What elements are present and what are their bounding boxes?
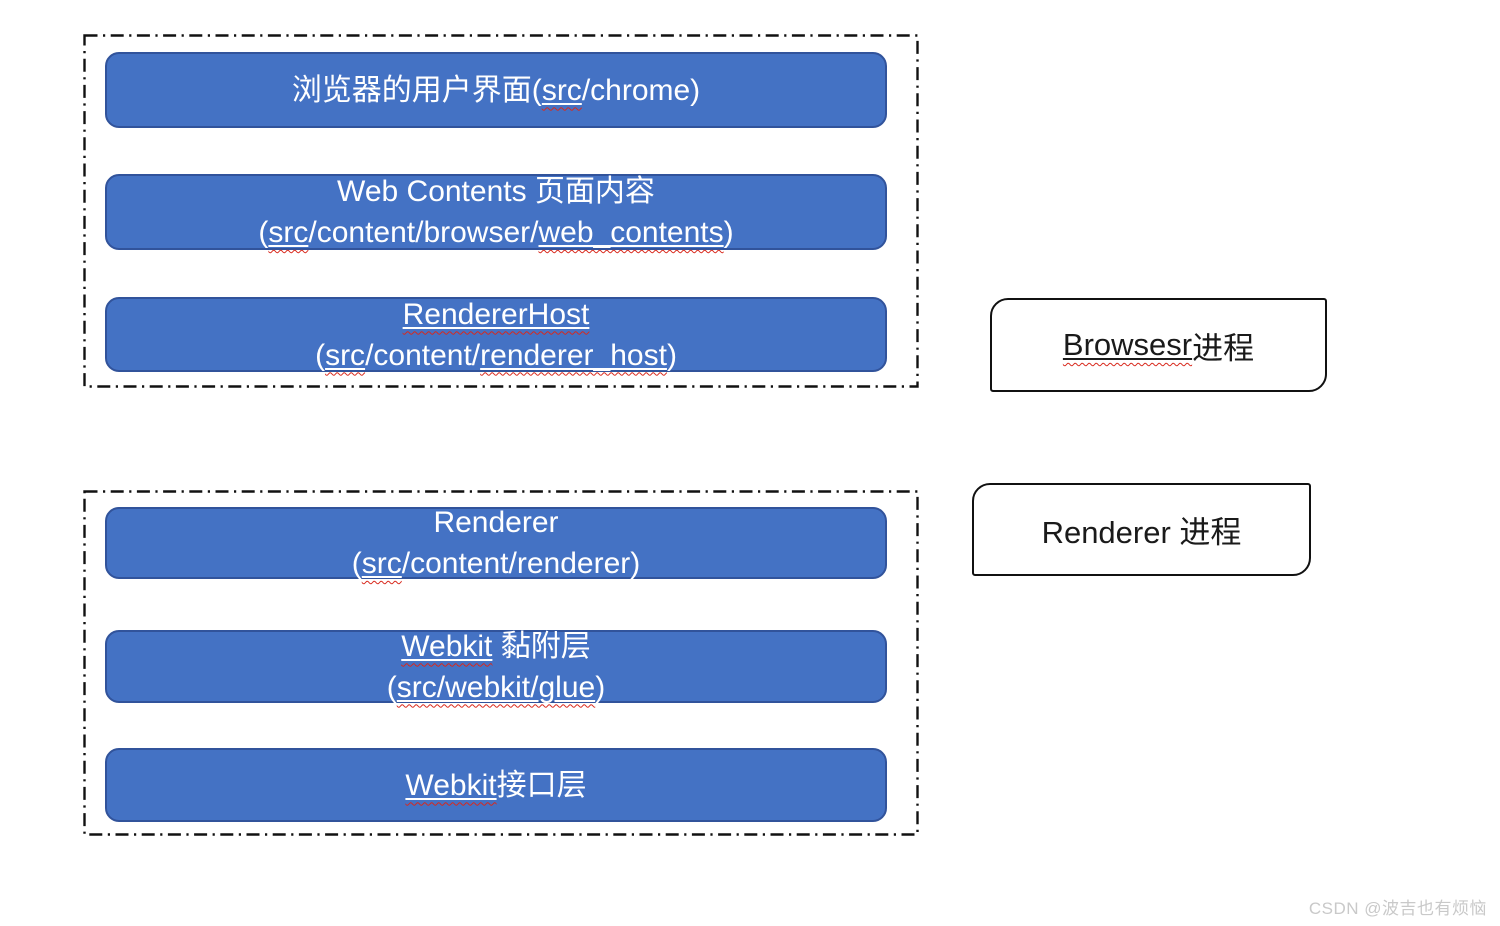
box-text-line: 浏览器的用户界面(src/chrome) [292, 70, 700, 111]
box-web-contents: Web Contents 页面内容 (src/content/browser/w… [105, 174, 887, 250]
box-browser-ui: 浏览器的用户界面(src/chrome) [105, 52, 887, 128]
misspelled-text: src/webkit/glue [396, 670, 596, 704]
text-segment: 黏附层 [492, 629, 591, 663]
text-segment: ( [386, 670, 397, 704]
misspelled-text: Webkit [405, 768, 497, 802]
misspelled-text: renderer_host [480, 338, 667, 372]
misspelled-text: web_contents [538, 216, 724, 249]
text-segment: Web Contents 页面内容 [337, 175, 655, 208]
misspelled-text: Webkit [401, 629, 493, 663]
text-segment: ) [666, 338, 677, 372]
text-segment: /content/renderer) [401, 547, 641, 580]
box-renderer: Renderer (src/content/renderer) [105, 506, 887, 580]
misspelled-text: src [268, 216, 309, 249]
text-segment: 浏览器的用户界面( [291, 73, 542, 107]
renderer-process-group: Renderer (src/content/renderer) Webkit 黏… [83, 490, 919, 836]
text-segment: Renderer 进程 [1041, 515, 1242, 550]
text-segment: ( [258, 216, 269, 249]
box-text-line: Webkit 黏附层 [401, 626, 591, 667]
box-text-line: RendererHost [403, 294, 590, 335]
watermark: CSDN @波吉也有烦恼 [1308, 899, 1487, 918]
misspelled-text: RendererHost [402, 297, 590, 331]
box-text-line: Webkit接口层 [405, 765, 586, 806]
text-segment: Renderer [433, 506, 559, 539]
box-webkit-api: Webkit接口层 [105, 748, 887, 822]
box-renderer-host: RendererHost (src/content/renderer_host) [105, 297, 887, 372]
text-segment: /chrome) [581, 73, 701, 107]
text-segment: 进程 [1192, 330, 1255, 366]
text-segment: 接口层 [496, 768, 587, 802]
box-text-line: Renderer [433, 502, 558, 543]
text-segment: ( [315, 338, 326, 372]
box-text-line: (src/content/renderer_host) [315, 335, 677, 376]
misspelled-text: Browsesr [1062, 327, 1193, 362]
text-segment: /content/browser/ [308, 216, 539, 249]
text-segment: ) [723, 216, 734, 249]
misspelled-text: src [325, 338, 366, 372]
browser-process-group: 浏览器的用户界面(src/chrome) Web Contents 页面内容 (… [83, 34, 919, 388]
box-text-line: (src/webkit/glue) [387, 667, 605, 708]
text-segment: /content/ [365, 338, 481, 372]
browser-process-label: Browsesr 进程 [990, 298, 1327, 392]
renderer-process-label: Renderer 进程 [972, 483, 1311, 576]
box-text-line: (src/content/renderer) [352, 543, 640, 584]
misspelled-text: src [361, 547, 402, 580]
box-webkit-glue: Webkit 黏附层 (src/webkit/glue) [105, 630, 887, 704]
text-segment: ) [595, 670, 606, 704]
misspelled-text: src [541, 73, 582, 107]
text-segment: ( [351, 547, 362, 580]
box-text-line: (src/content/browser/web_contents) [258, 212, 733, 253]
box-text-line: Web Contents 页面内容 [337, 171, 655, 212]
